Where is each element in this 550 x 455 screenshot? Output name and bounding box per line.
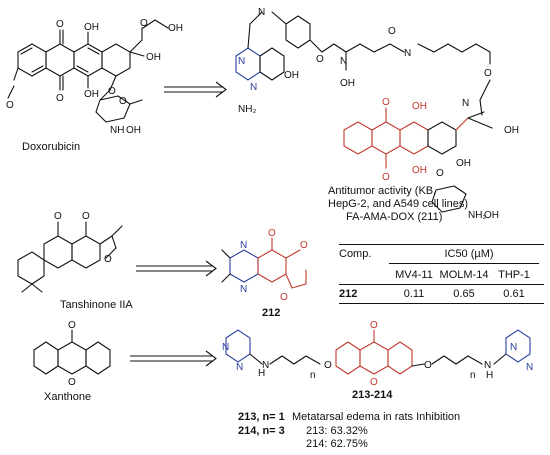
svg-text:OH: OH [84,89,99,100]
svg-text:O: O [68,320,76,331]
svg-text:H: H [258,368,265,379]
tanshinone-structure [17,221,123,293]
svg-text:O: O [316,54,324,65]
compound-212-label: 212 [262,307,280,319]
folate-structure [235,11,491,116]
doxorubicin-structure [7,19,169,123]
header-comp: Comp. [339,248,372,260]
svg-text:N: N [510,342,517,353]
svg-text:N: N [222,342,229,353]
svg-text:O: O [56,93,64,104]
svg-text:n: n [310,370,316,381]
svg-text:OH: OH [412,165,427,176]
table-row: 212 0.11 0.65 0.61 [339,285,544,303]
svg-text:N: N [404,48,411,59]
svg-text:NH₂: NH₂ [238,104,256,115]
row-v2: 0.65 [453,288,475,300]
svg-text:O: O [382,97,390,108]
svg-text:O: O [370,377,378,388]
dox-red-structure [343,107,493,213]
cell-line-3: THP-1 [498,269,530,281]
fa-ama-dox-label: FA-AMA-DOX (211) [346,211,442,223]
doxorubicin-label: Doxorubicin [22,141,80,153]
svg-text:H: H [486,370,493,381]
row-comp: 212 [339,288,358,300]
svg-text:OH: OH [284,70,299,81]
cell-line-2: MOLM-14 [439,269,489,281]
compound-212-structure [221,237,307,289]
table-top-rule [339,244,544,245]
svg-text:OH: OH [168,23,183,34]
svg-text:OH: OH [484,210,499,221]
svg-text:NH₂: NH₂ [468,210,486,221]
svg-text:OH: OH [84,22,99,33]
arrow-1 [164,81,227,98]
table-header-row: Comp. IC50 (µM) [339,245,544,263]
svg-text:N: N [236,362,243,373]
svg-text:O: O [300,240,308,251]
svg-text:N: N [526,362,533,373]
svg-text:O: O [388,26,396,37]
tanshinone-label: Tanshinone IIA [60,299,133,311]
arrow-2 [136,260,217,277]
edema-title: Metatarsal edema in rats Inhibition [292,411,460,423]
svg-text:N: N [462,98,469,109]
svg-text:O: O [370,320,378,331]
svg-text:NH: NH [110,125,124,136]
svg-text:N: N [262,360,269,371]
antitumor-line2: HepG-2, and A549 cell lines) [328,198,468,210]
svg-text:O: O [484,68,492,79]
edema-213: 213: 63.32% [306,425,368,437]
svg-text:n: n [470,370,476,381]
svg-text:OH: OH [456,158,471,169]
svg-text:O: O [108,86,116,97]
header-subrule [389,263,539,282]
table-bottom-rule [339,303,544,304]
svg-text:N: N [240,284,247,295]
svg-text:O: O [424,360,432,371]
xanthone-label: Xanthone [44,391,91,403]
edema-214: 214: 62.75% [306,438,368,450]
svg-text:N: N [250,82,257,93]
svg-text:N: N [238,56,245,67]
compound-213-214-structure [225,329,531,375]
arrow-3 [130,350,217,367]
svg-text:OH: OH [126,125,141,136]
table-mid-rule [339,284,544,285]
svg-text:OH: OH [146,52,161,63]
row-v1: 0.11 [403,288,425,300]
n213-label: 213, n= 1 [238,411,285,423]
svg-text:O: O [324,360,332,371]
svg-text:O: O [280,292,288,303]
svg-text:O: O [6,100,14,111]
n214-label: 214, n= 3 [238,425,285,437]
svg-text:O: O [140,18,148,29]
svg-text:O: O [56,19,64,30]
cell-line-1: MV4-11 [395,269,433,281]
compound-213-214-label: 213-214 [352,389,393,401]
header-ic50: IC50 (µM) [444,248,494,260]
svg-text:N: N [258,7,265,18]
svg-text:O: O [436,168,444,179]
svg-text:O: O [54,211,62,222]
svg-text:O: O [104,254,112,265]
svg-text:OH: OH [340,78,355,89]
ic50-table: Comp. IC50 (µM) MV4-11 MOLM-14 THP-1 212… [339,244,544,304]
svg-text:O: O [382,172,390,183]
svg-text:O: O [119,96,127,107]
svg-text:OH: OH [412,101,427,112]
svg-text:O: O [68,377,76,388]
svg-text:O: O [268,228,276,239]
xanthone-structure [33,329,111,375]
svg-text:O: O [82,211,90,222]
table-cell-row: MV4-11 MOLM-14 THP-1 [339,266,544,284]
svg-text:N: N [240,240,247,251]
antitumor-line1: Antitumor activity (KB, [328,185,436,197]
svg-text:OH: OH [504,125,519,136]
svg-text:N: N [340,56,347,67]
row-v3: 0.61 [503,288,525,300]
svg-text:N: N [484,360,491,371]
